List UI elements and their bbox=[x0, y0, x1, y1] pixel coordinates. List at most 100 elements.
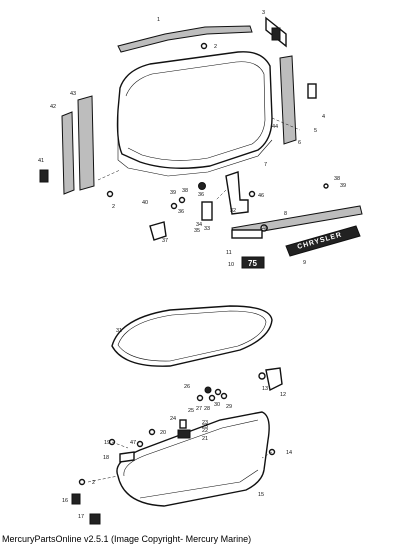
callout-38: 38 bbox=[334, 176, 340, 182]
callout-47: 47 bbox=[130, 440, 136, 446]
callout-22: 22 bbox=[202, 428, 208, 434]
fastener-40 bbox=[260, 224, 268, 232]
left-side-decal bbox=[39, 169, 49, 183]
bushing-26 bbox=[204, 386, 212, 394]
bracket-18 bbox=[119, 451, 135, 463]
callout-24: 24 bbox=[170, 416, 176, 422]
callout-25: 25 bbox=[188, 408, 194, 414]
callout-38b: 38 bbox=[182, 188, 188, 194]
callout-35: 35 bbox=[194, 228, 200, 234]
callout-34: 34 bbox=[196, 222, 202, 228]
cowl-seal-ring bbox=[111, 305, 273, 367]
top-seal-strip bbox=[117, 25, 253, 53]
lead-lower bbox=[87, 441, 273, 483]
fastener-38 bbox=[178, 196, 186, 204]
callout-39: 39 bbox=[340, 183, 346, 189]
callout-23: 23 bbox=[202, 420, 208, 426]
clip-16 bbox=[71, 493, 81, 505]
callout-3: 3 bbox=[262, 10, 265, 16]
horsepower-decal-text: 75 bbox=[248, 259, 257, 268]
callout-1: 1 bbox=[157, 17, 160, 23]
screw-20 bbox=[148, 428, 156, 436]
washer-29 bbox=[220, 392, 228, 400]
screw-2-lower bbox=[78, 478, 86, 486]
callout-23b: 23 bbox=[202, 424, 208, 430]
callout-32: 32 bbox=[230, 208, 236, 214]
chrysler-decal: CHRYSLER bbox=[285, 225, 361, 257]
callout-29: 29 bbox=[226, 404, 232, 410]
callout-30: 30 bbox=[214, 402, 220, 408]
callout-14: 14 bbox=[286, 450, 292, 456]
callout-2b: 2 bbox=[112, 204, 115, 210]
upper-cowl-group: CHRYSLER 75 bbox=[39, 16, 363, 269]
callout-20: 20 bbox=[160, 430, 166, 436]
screw-2-top bbox=[200, 42, 208, 50]
lower-cowl-pan-rim bbox=[123, 419, 259, 499]
callout-39b: 39 bbox=[170, 190, 176, 196]
callout-15: 15 bbox=[258, 492, 264, 498]
clip-17 bbox=[89, 513, 101, 525]
callout-13: 13 bbox=[262, 386, 268, 392]
callout-9: 9 bbox=[303, 260, 306, 266]
callout-12: 12 bbox=[280, 392, 286, 398]
washer-27 bbox=[196, 394, 204, 402]
callout-31: 31 bbox=[116, 328, 122, 334]
callout-27: 27 bbox=[196, 406, 202, 412]
callout-41: 41 bbox=[38, 158, 44, 164]
left-side-panel-inner bbox=[77, 95, 95, 191]
callout-5: 5 bbox=[314, 128, 317, 134]
latch-hook-12 bbox=[265, 367, 283, 392]
callout-46: 46 bbox=[258, 193, 264, 199]
bushing-13 bbox=[258, 372, 266, 380]
grommet-36 bbox=[198, 182, 206, 190]
callout-10: 10 bbox=[228, 262, 234, 268]
cowl-seal-ring-inner bbox=[117, 310, 267, 362]
callout-42: 42 bbox=[50, 104, 56, 110]
right-side-panel bbox=[279, 55, 297, 145]
callout-17: 17 bbox=[78, 514, 84, 520]
callout-11: 11 bbox=[226, 250, 232, 256]
callout-19: 19 bbox=[104, 440, 110, 446]
callout-36: 36 bbox=[198, 192, 204, 198]
callout-2c: 2 bbox=[92, 480, 95, 486]
callout-40: 40 bbox=[142, 200, 148, 206]
screw-2-left bbox=[106, 190, 114, 198]
callout-2: 2 bbox=[214, 44, 217, 50]
left-side-panel-outer bbox=[61, 111, 75, 195]
screw-47 bbox=[136, 440, 144, 448]
callout-26: 26 bbox=[184, 384, 190, 390]
callout-7: 7 bbox=[264, 162, 267, 168]
upper-cowl-cover bbox=[116, 51, 273, 169]
callout-44: 44 bbox=[272, 124, 278, 130]
upper-cowl-inner-edge bbox=[125, 61, 266, 161]
clip-22 bbox=[179, 419, 187, 429]
image-caption: MercuryPartsOnline v2.5.1 (Image Copyrig… bbox=[2, 534, 252, 544]
horsepower-decal: 75 bbox=[241, 256, 265, 269]
callout-33: 33 bbox=[204, 226, 210, 232]
rear-latch-pad bbox=[271, 27, 281, 41]
callout-43: 43 bbox=[70, 91, 76, 97]
callout-4: 4 bbox=[322, 114, 325, 120]
callout-37: 37 bbox=[162, 238, 168, 244]
callout-28: 28 bbox=[204, 406, 210, 412]
upper-cowl-rim bbox=[117, 110, 273, 177]
callout-18: 18 bbox=[103, 455, 109, 461]
callout-8: 8 bbox=[284, 211, 287, 217]
fastener-39 bbox=[170, 202, 178, 210]
callout-21: 21 bbox=[202, 436, 208, 442]
washer-30 bbox=[214, 388, 222, 396]
latch-lever-left bbox=[149, 221, 167, 241]
latch-block-21 bbox=[177, 429, 191, 439]
callout-labels: 1 2 3 4 5 6 7 8 9 10 11 2 2 32 33 34 35 … bbox=[38, 10, 346, 520]
lead-upper bbox=[97, 117, 301, 201]
callout-40b: 40 bbox=[262, 226, 268, 232]
callout-6: 6 bbox=[298, 140, 301, 146]
lower-cowl-pan bbox=[116, 411, 270, 507]
callout-36b: 36 bbox=[178, 209, 184, 215]
fastener-46 bbox=[248, 190, 256, 198]
callout-16: 16 bbox=[62, 498, 68, 504]
washer-28 bbox=[208, 394, 216, 402]
latch-bracket-center bbox=[201, 201, 213, 221]
right-side-clip bbox=[307, 83, 317, 99]
